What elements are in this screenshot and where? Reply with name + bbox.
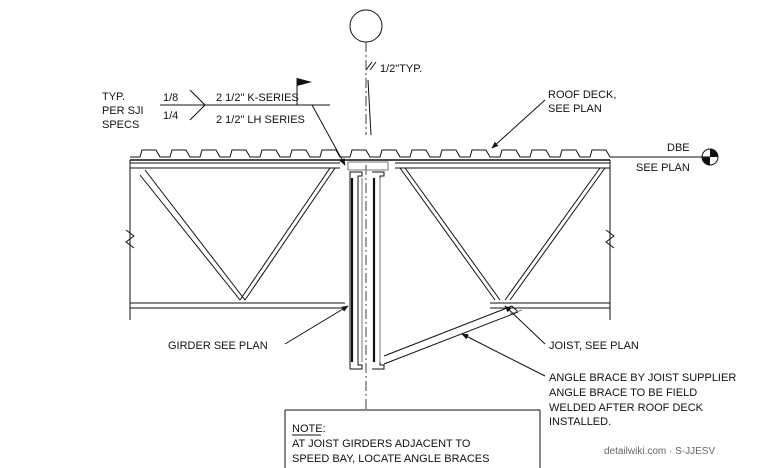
note-title: NOTE: [292,423,326,435]
note-title-colon: : [323,423,326,435]
dbe-target-icon [701,148,719,166]
weld-size-2: 1/4 [163,110,178,122]
angle-brace-text-3: WELDED AFTER ROOF DECK [549,402,704,414]
weld-series-k: 2 1/2" K-SERIES [216,92,299,104]
typ-dim-text: 1/2"TYP. [380,63,422,75]
typ-dim-leader [365,61,377,136]
roof-deck [130,149,710,161]
angle-brace-text-4: INSTALLED. [549,416,611,428]
angle-brace-leader [461,333,546,377]
joist-girder [347,161,389,370]
dbe-sub: SEE PLAN [636,162,690,174]
girder-leader [284,305,349,345]
joist-label: JOIST, SEE PLAN [549,340,639,352]
weld-series-lh: 2 1/2" LH SERIES [216,114,305,126]
angle-brace-text-2: ANGLE BRACE TO BE FIELD [549,387,697,399]
watermark: detailwiki.com · S-JJESV [604,446,715,457]
roof-deck-text-2: SEE PLAN [548,103,602,115]
angle-brace [383,305,523,365]
joist-leader [504,305,546,345]
grid-line-marker [349,9,383,410]
right-joist [395,160,615,320]
roof-deck-text-1: ROOF DECK, [548,89,616,101]
note-line-2: SPEED BAY, LOCATE ANGLE BRACES [292,453,489,465]
note-line-1: AT JOIST GIRDERS ADJACENT TO [292,438,471,450]
left-joist [125,160,345,320]
girder-label: GIRDER SEE PLAN [168,340,268,352]
weld-size-1: 1/8 [163,92,178,104]
weld-specs-text: SPECS [102,119,139,131]
weld-symbol [160,78,346,166]
angle-brace-text-1: ANGLE BRACE BY JOIST SUPPLIER [549,372,736,384]
weld-per-sji-text: PER SJI [102,105,144,117]
dbe-label: DBE [667,142,690,154]
weld-typ-text: TYP. [102,91,125,103]
note-box [284,409,541,468]
note-title-word: NOTE [292,423,323,435]
roof-deck-leader [491,99,546,149]
